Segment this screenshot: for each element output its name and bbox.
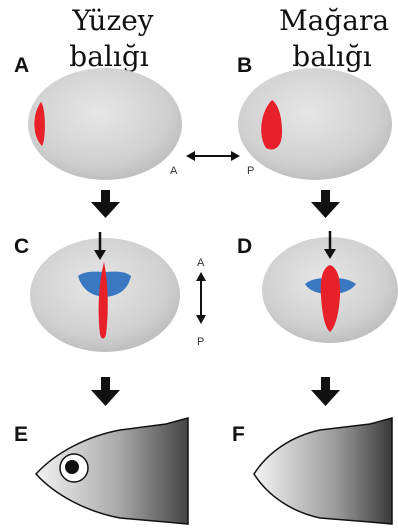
fish-head-f bbox=[253, 417, 393, 525]
embryo-d bbox=[262, 231, 398, 343]
panel-label-b: B bbox=[237, 54, 252, 77]
panel-label-d: D bbox=[237, 235, 252, 258]
down-arrow-1-left bbox=[91, 190, 120, 218]
down-arrow-2-right bbox=[311, 377, 340, 406]
pointer-arrow-c bbox=[94, 232, 106, 260]
panel-label-c: C bbox=[14, 235, 29, 258]
embryo-b bbox=[238, 68, 392, 180]
red-marker-c bbox=[98, 262, 108, 339]
axis-v-label-a: A bbox=[197, 257, 205, 269]
red-marker-b bbox=[261, 100, 282, 150]
axis-ap-vertical: A P bbox=[196, 257, 206, 348]
panel-label-a: A bbox=[14, 54, 29, 77]
axis-h-label-p: P bbox=[247, 165, 254, 177]
column-title-surface-line2: balığı bbox=[69, 40, 148, 73]
panel-label-e: E bbox=[14, 423, 28, 446]
down-arrow-2-left bbox=[91, 377, 120, 406]
pointer-arrow-d bbox=[324, 231, 336, 259]
embryo-a bbox=[28, 68, 182, 180]
red-marker-d bbox=[320, 265, 341, 332]
eye-icon bbox=[59, 453, 89, 483]
panel-label-f: F bbox=[232, 423, 245, 446]
axis-h-label-a: A bbox=[170, 165, 178, 177]
down-arrow-1-right bbox=[311, 190, 340, 218]
red-marker-a bbox=[34, 102, 45, 146]
fish-head-e bbox=[34, 417, 189, 525]
axis-ap-horizontal: A P bbox=[170, 151, 254, 177]
column-title-surface-line1: Yüzey bbox=[71, 4, 153, 37]
column-title-cave-line1: Mağara bbox=[279, 4, 389, 37]
axis-v-label-p: P bbox=[197, 336, 204, 348]
column-title-cave-line2: balığı bbox=[292, 40, 371, 73]
embryo-c bbox=[30, 232, 180, 352]
